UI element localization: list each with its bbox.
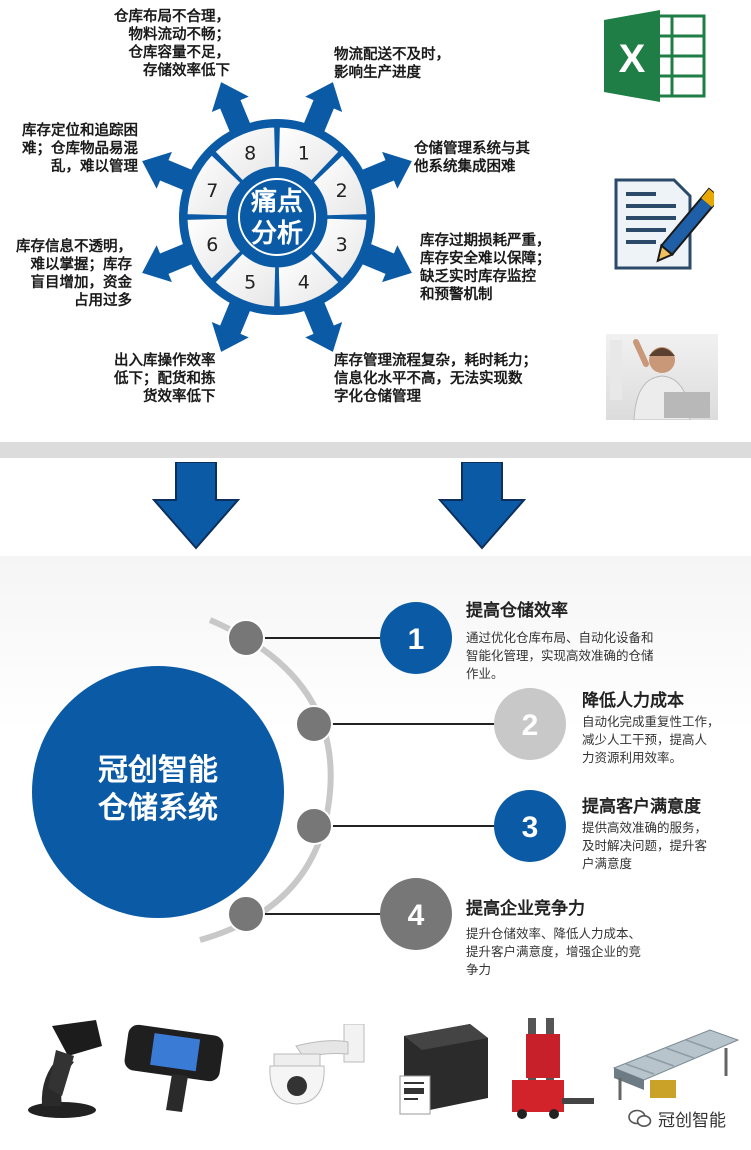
benefits-diagram: 冠创智能 仓储系统 1 2 3 4 (32, 602, 566, 950)
wheel-arrow-7 (142, 151, 193, 191)
wheel-segment-number-3: 3 (336, 234, 348, 256)
wheel-segment-number-7: 7 (206, 180, 218, 202)
wheel-arrow-6 (142, 243, 193, 283)
benefit-circle-2 (494, 688, 566, 760)
benefit-title-2: 降低人力成本 (582, 691, 684, 711)
pain-point-1: 物流配送不及时， 影响生产进度 (334, 47, 450, 81)
pain-center-line1: 痛点 (251, 186, 303, 217)
wheel-segment-8 (214, 126, 277, 182)
section-divider (0, 442, 751, 458)
label-printer-icon (399, 1024, 488, 1115)
wheel-arrow-4 (303, 301, 343, 352)
wheel-segment-number-4: 4 (298, 272, 310, 294)
wechat-icon (628, 1109, 652, 1127)
wheel-segment-3 (312, 217, 368, 280)
wheel-segment-5 (214, 252, 277, 308)
benefit-title-1: 提高仓储效率 (466, 601, 568, 621)
barcode-scanner-icon (28, 1020, 102, 1118)
down-arrow-right (438, 462, 526, 550)
conveyor-icon (612, 1029, 740, 1100)
benefit-circle-4 (380, 878, 452, 950)
benefit-num-4: 4 (408, 899, 425, 932)
benefit-4: 提高企业竞争力 提升仓储效率、降低人力成本、 提升客户满意度，增强企业的竞 争力 (466, 894, 746, 979)
wheel-segment-number-1: 1 (298, 142, 310, 164)
wheel-arrow-1 (303, 82, 343, 133)
benefit-2: 降低人力成本 自动化完成重复性工作， 减少人工干预，提高人 力资源利用效率。 (582, 686, 747, 767)
benefit-desc-2: 自动化完成重复性工作， 减少人工干预，提高人 力资源利用效率。 (582, 714, 720, 765)
pain-point-7: 库存定位和追踪困 难；仓库物品易混 乱，难以管理 (22, 123, 138, 175)
system-name-line2: 仓储系统 (98, 791, 218, 826)
pain-point-3: 库存过期损耗严重， 库存安全难以保障； 缺乏实时库存监控 和预警机制 (420, 233, 551, 303)
benefit-3: 提高客户满意度 提供高效准确的服务， 及时解决问题，提升客 户满意度 (582, 792, 747, 873)
wheel-arrow-2 (361, 151, 412, 191)
system-circle (32, 666, 284, 918)
benefit-1: 提高仓储效率 通过优化仓库布局、自动化设备和 智能化管理，实现高效准确的仓储 作… (466, 596, 746, 683)
benefit-circle-1 (380, 602, 452, 674)
excel-icon: X (602, 10, 710, 102)
pain-point-8: 仓库布局不合理， 物料流动不畅； 仓库容量不足， 存储效率低下 (114, 9, 230, 79)
pain-point-5: 出入库操作效率 低下；配货和拣 货效率低下 (114, 353, 216, 405)
wheel-segment-number-6: 6 (206, 234, 218, 256)
benefit-desc-4: 提升仓储效率、降低人力成本、 提升客户满意度，增强企业的竞 争力 (466, 926, 642, 977)
wheel-segment-1 (277, 126, 340, 182)
wheel-segment-2 (312, 154, 368, 217)
wheel-segment-7 (186, 154, 242, 217)
document-pen-icon (614, 178, 722, 272)
wheel-segment-6 (186, 217, 242, 280)
pain-center-line2: 分析 (251, 219, 303, 249)
watermark: 冠创智能 (628, 1106, 726, 1131)
device-strip: 冠创智能 (0, 1010, 751, 1150)
pain-point-4: 库存管理流程复杂，耗时耗力； 信息化水平不高，无法实现数 字化仓储管理 (334, 353, 537, 405)
benefit-num-1: 1 (408, 623, 425, 656)
handheld-terminal-icon (124, 1024, 224, 1112)
svg-text:X: X (619, 37, 646, 81)
benefit-title-3: 提高客户满意度 (582, 797, 701, 817)
pain-point-6: 库存信息不透明， 难以掌握；库存 盲目增加，资金 占用过多 (16, 239, 132, 309)
frustrated-man-laptop-photo (606, 334, 718, 420)
wheel-segment-number-5: 5 (244, 272, 256, 294)
pain-point-2: 仓储管理系统与其 他系统集成困难 (414, 141, 530, 175)
security-camera-icon (269, 1024, 365, 1105)
system-name-line1: 冠创智能 (98, 753, 218, 788)
down-arrow-left (152, 462, 240, 550)
agv-forklift-icon (512, 1018, 594, 1119)
watermark-text: 冠创智能 (658, 1111, 726, 1131)
pain-wheel: 痛点 分析 1 2 3 4 5 6 7 8 (142, 82, 412, 352)
wheel-arrow-3 (361, 243, 412, 283)
wheel-segment-number-2: 2 (336, 180, 348, 202)
wheel-arrow-5 (211, 301, 251, 352)
wheel-segment-4 (277, 252, 340, 308)
arc-dots (227, 619, 333, 933)
benefit-num-2: 2 (522, 709, 539, 742)
benefit-title-4: 提高企业竞争力 (466, 899, 585, 919)
wheel-arrow-8 (211, 82, 251, 133)
benefit-desc-3: 提供高效准确的服务， 及时解决问题，提升客 户满意度 (582, 820, 708, 871)
benefit-num-3: 3 (522, 811, 539, 844)
benefit-desc-1: 通过优化仓库布局、自动化设备和 智能化管理，实现高效准确的仓储 作业。 (466, 630, 654, 681)
benefit-circle-3 (494, 790, 566, 862)
wheel-segment-number-8: 8 (244, 142, 256, 164)
